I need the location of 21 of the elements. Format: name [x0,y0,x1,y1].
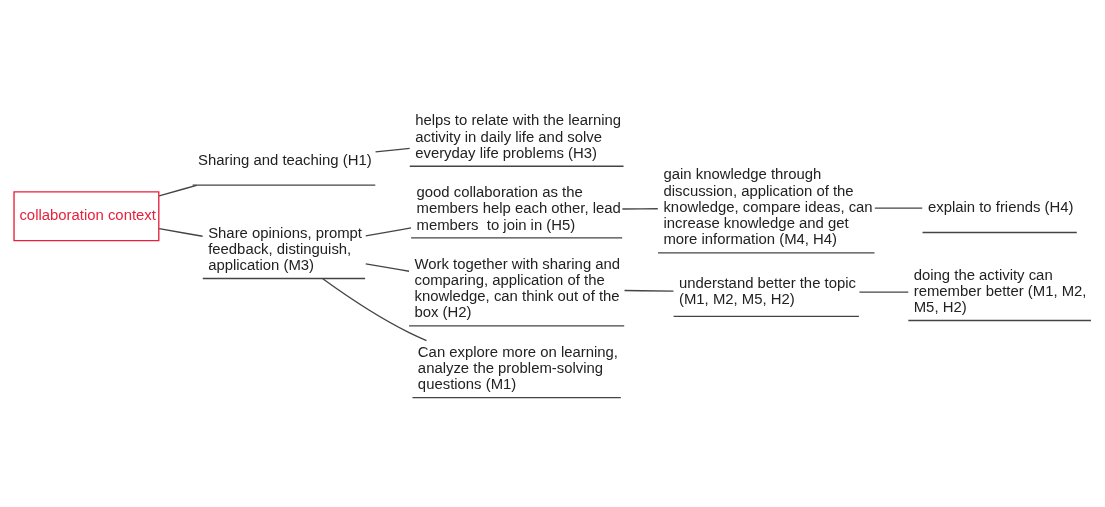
connector [623,289,675,292]
node-text: helps to relate with the learning activity in daily life and solve everyday life problems (H3) [415,112,622,161]
node-text: understand better the topic (M1, M2, M5, H2) [679,274,856,307]
node-box: collaboration context [13,191,160,242]
connector [365,227,412,237]
node-text: Can explore more on learning, analyze the problem-solving questions (M1) [417,343,618,393]
node-text: explain to friends (H4) [927,198,1074,215]
connector [621,208,659,210]
node-text: Sharing and teaching (H1) [198,151,372,168]
connector [322,278,428,342]
node-text: Work together with sharing and comparing, application of the knowledge, can think out of the box (H2) [414,255,621,321]
node-text: Share opinions, prompt feedback, distinguish, application (M3) [208,224,362,274]
node-text: gain knowledge through discussion, application of the knowledge, compare ideas, can increase knowledge and get more information (M4, H4) [663,166,873,248]
connector [158,228,204,237]
connector [874,207,923,209]
connector [858,291,909,293]
node-text: good collaboration as the members help each other, lead members to join in (H5) [416,184,621,233]
node-text: doing the activity can remember better (M1, M2, M5, H2) [913,266,1087,316]
connector [374,147,411,153]
connector [158,184,198,197]
connector [365,263,410,272]
